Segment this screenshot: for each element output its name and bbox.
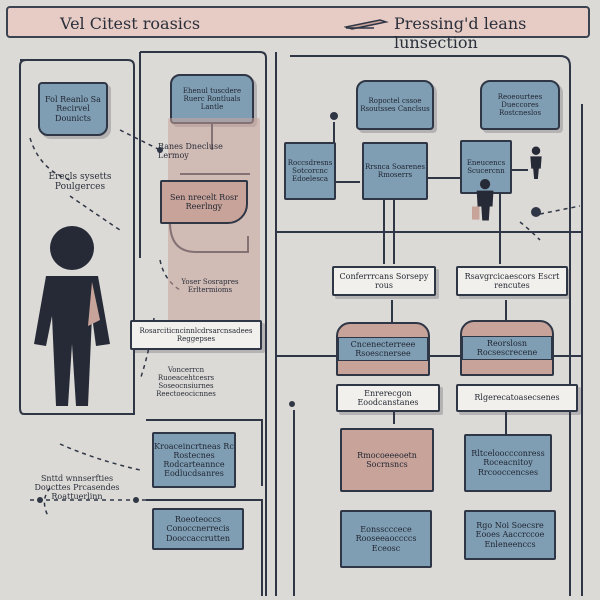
bottom-caption: Snttd wnnserfties Doucttes Prcasendes Ro… (34, 474, 120, 502)
lower-box-e: Eonsscccece Rooseeaoccccs Eceosc (340, 510, 432, 568)
lower-box-e-label: Eonsscccece Rooseeaoccccs Eceosc (355, 525, 417, 553)
paper-box: Sen nrecelt Rosr Reerlngy (160, 180, 248, 224)
lower-box-f: Rgo Noi Soecsre Eooes Aaccrccoe Enleneen… (464, 510, 556, 560)
small-box-b: Rrsnca Soarenes Rmoserrs (362, 142, 428, 200)
small-box-c-label: Eneucencs Scucercnn (466, 158, 506, 175)
worker-icon-a (530, 146, 542, 180)
mid-side-note: Ranes Dnecluse Lermoy (158, 142, 223, 161)
folder-box: Fol Reanlo Sa Recirvel Dounicts (38, 82, 108, 136)
label-box-a: Conferrrcans Sorsepy rous (332, 266, 436, 296)
folder-box-label: Fol Reanlo Sa Recirvel Dounicts (45, 95, 101, 123)
label-box-c: Enrerecgon Eoodcanstanes (336, 384, 440, 412)
label-box-d-text: Rlgerecatoasecsenes (474, 393, 560, 403)
mid-bottom-box: Roeoteoccs Conoccnerrecis Dooccaccrutten (152, 508, 244, 550)
rose-box-a-label: Cncenecterreee Rsoescnersee (338, 336, 428, 362)
mid-banner: Rosarciticncinnlcdrsarcnsadees Reggepses (130, 320, 262, 350)
label-box-b-text: Rsavgrcicaescors Escrt rencutes (464, 271, 560, 290)
mid-banner-label: Rosarciticncinnlcdrsarcnsadees Reggepses (139, 326, 253, 343)
worker-icon-b (472, 179, 494, 221)
lower-box-c-label: Rmocoeeeoetn Socrnsncs (357, 450, 417, 469)
right-cylinder-a: Ropoctel cssoe Rsoutsses Canclsus (356, 80, 434, 130)
label-box-c-text: Enrerecgon Eoodcanstanes (357, 388, 419, 407)
paper-box-label: Sen nrecelt Rosr Reerlngy (170, 192, 238, 211)
left-caption: Erecls sysetts Poulgerces (48, 172, 112, 193)
mid-top-cylinder-label: Ehenul tuscdere Ruerc Rontluals Lantle (182, 86, 242, 112)
label-box-d: Rlgerecatoasecsenes (456, 384, 578, 412)
mid-list-notes: Voncerrcn Ruoeacehtcesrs Soseocnsiurnes … (156, 366, 216, 399)
right-cylinder-a-label: Ropoctel cssoe Rsoutsses Canclsus (360, 96, 430, 113)
mid-lower-box-label: Kroaceincrtneas Rc Rostecnes Rodcarteann… (154, 441, 234, 479)
label-box-a-text: Conferrrcans Sorsepy rous (339, 271, 429, 290)
lower-box-f-label: Rgo Noi Soecsre Eooes Aaccrccoe Enleneen… (475, 521, 545, 549)
lower-box-d-label: Rltcelooccconress Roceacnitoy Rrcooccenc… (471, 449, 545, 477)
small-box-a-label: Roccsdresns Sotcorcnc Edoelesca (287, 158, 333, 184)
small-box-a: Roccsdresns Sotcorcnc Edoelesca (284, 142, 336, 200)
title-banner: Vel Citest roasics Pressing'd leans luns… (6, 6, 590, 52)
lower-box-d: Rltcelooccconress Roceacnitoy Rrcooccenc… (464, 434, 552, 492)
rose-box-b: Reorslosn Rocsescrecene (460, 320, 554, 376)
right-title: Pressing'd leans lunsection (394, 14, 527, 52)
pen-icon (344, 19, 389, 30)
left-title: Vel Citest roasics (60, 14, 201, 33)
lower-box-c: Rmocoeeeoetn Socrnsncs (340, 428, 434, 492)
rose-box-b-label: Reorslosn Rocsescrecene (462, 335, 552, 361)
right-cylinder-b: Reoeourtees Dueccores Rostcneslos (480, 80, 560, 130)
mid-lower-box: Kroaceincrtneas Rc Rostecnes Rodcarteann… (152, 432, 236, 488)
right-cylinder-b-label: Reoeourtees Dueccores Rostcneslos (497, 92, 543, 118)
rose-box-a: Cncenecterreee Rsoescnersee (336, 322, 430, 376)
small-box-b-label: Rrsnca Soarenes Rmoserrs (365, 162, 425, 179)
mid-bottom-box-label: Roeoteoccs Conoccnerrecis Dooccaccrutten (165, 515, 231, 543)
label-box-b: Rsavgrcicaescors Escrt rencutes (456, 266, 568, 296)
mid-top-cylinder: Ehenul tuscdere Ruerc Rontluals Lantle (170, 74, 254, 124)
scroll-note: Yoser Sosrapres Erltermioms (181, 278, 239, 295)
person-icon (34, 226, 110, 406)
